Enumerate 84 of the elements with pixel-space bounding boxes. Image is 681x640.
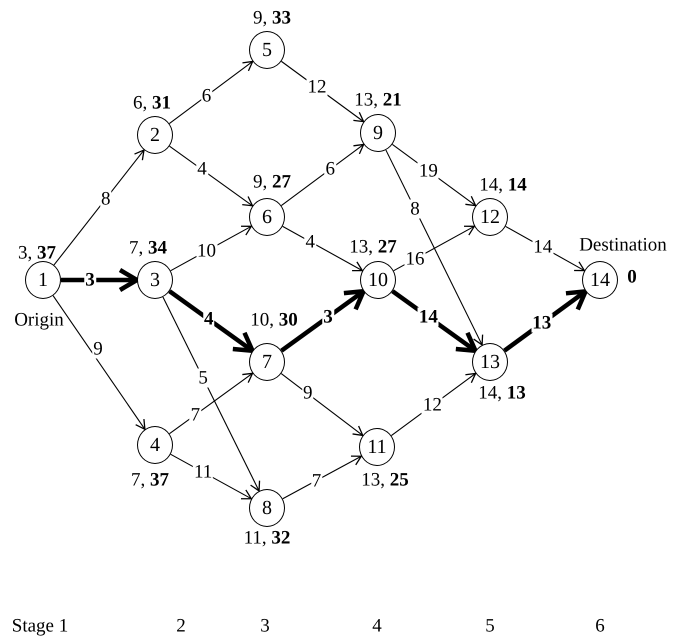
edge-label: 13: [531, 314, 552, 333]
node-number: 10: [368, 268, 388, 292]
arrow: [282, 455, 362, 500]
arrow: [385, 150, 484, 346]
arrow: [281, 144, 364, 206]
node-number: 3: [150, 268, 160, 292]
node-value-label: 7, 37: [131, 470, 169, 490]
stage-label: 3: [260, 616, 270, 636]
arrow: [282, 226, 363, 272]
edge-label: 14: [532, 238, 554, 257]
node-value-label: 7, 34: [129, 238, 167, 258]
node-value-label: 10, 30: [250, 310, 298, 330]
node-number: 4: [150, 434, 160, 456]
arrow: [170, 454, 252, 500]
stage-label: 5: [485, 616, 495, 636]
stage-node-circle: [360, 261, 396, 299]
node-number: 8: [262, 496, 272, 520]
arrow: [168, 289, 255, 354]
node-number: 1: [38, 268, 48, 292]
edge-label: 12: [422, 396, 443, 415]
edge-label: 5: [197, 368, 209, 388]
node-number: 11: [367, 436, 387, 458]
arrow: [169, 372, 254, 434]
node-value-label: 0: [627, 268, 637, 286]
edge-label: 3: [322, 307, 334, 326]
stage-node-circle: [137, 116, 173, 154]
node-value-label: 9, 33: [253, 8, 291, 28]
stage-label: 6: [595, 616, 605, 636]
node-number: 13: [480, 350, 500, 374]
node-value-label: 13, 27: [349, 238, 397, 256]
endpoint-label: Origin: [14, 310, 64, 330]
stage-node-circle: [137, 261, 173, 299]
node-value-label: 9, 27: [253, 172, 291, 192]
edge-label: 14: [418, 307, 439, 326]
arrow: [393, 226, 475, 272]
arrow: [505, 226, 586, 272]
stage-label: Stage 1: [12, 616, 68, 636]
edge-label: 9: [92, 340, 104, 359]
arrow: [169, 60, 254, 124]
arrow: [392, 144, 476, 206]
arrow: [280, 289, 366, 353]
edge-label: 12: [306, 78, 328, 97]
edge-label: 8: [409, 199, 421, 218]
node-value-label: 14, 13: [478, 384, 526, 402]
node-value-label: 3, 37: [18, 244, 56, 262]
stage-node-circle: [582, 261, 618, 299]
stage-node-circle: [249, 489, 285, 527]
stage-node-circle: [360, 114, 396, 152]
node-number: 12: [480, 206, 500, 228]
node-value-label: 13, 25: [361, 470, 409, 490]
node-number: 7: [262, 350, 272, 374]
node-value-label: 13, 21: [354, 90, 402, 110]
stage-label: 4: [372, 616, 382, 636]
stage-node-circle: [249, 343, 285, 381]
node-number: 6: [262, 206, 272, 228]
edge-label: 19: [418, 161, 439, 180]
stage-node-circle: [249, 31, 285, 69]
arrow: [52, 295, 146, 430]
node-value-label: 6, 31: [133, 94, 171, 112]
stage-node-circle: [472, 343, 508, 381]
edge-label: 4: [203, 310, 214, 329]
arrow: [61, 268, 140, 292]
node-number: 2: [150, 124, 160, 146]
arrow: [162, 296, 260, 492]
stage-node-circle: [249, 198, 285, 236]
endpoint-label: Destination: [579, 236, 667, 254]
node-value-label: 11, 32: [244, 528, 290, 548]
edge-label: 8: [100, 189, 112, 208]
node-number: 14: [590, 268, 610, 292]
arrow: [503, 289, 588, 352]
node-number: 5: [262, 38, 272, 62]
stage-node-circle: [137, 426, 173, 464]
arrow: [169, 146, 254, 206]
arrow: [170, 226, 252, 272]
stage-node-circle: [472, 198, 508, 236]
node-value-label: 14, 14: [479, 176, 527, 194]
stage-label: 2: [176, 616, 186, 636]
node-number: 9: [373, 122, 383, 144]
arrow: [391, 372, 476, 436]
stage-node-circle: [359, 428, 395, 466]
arrow: [54, 149, 145, 266]
arrow: [281, 60, 364, 122]
stage-node-circle: [25, 261, 61, 299]
arrow: [280, 373, 364, 436]
